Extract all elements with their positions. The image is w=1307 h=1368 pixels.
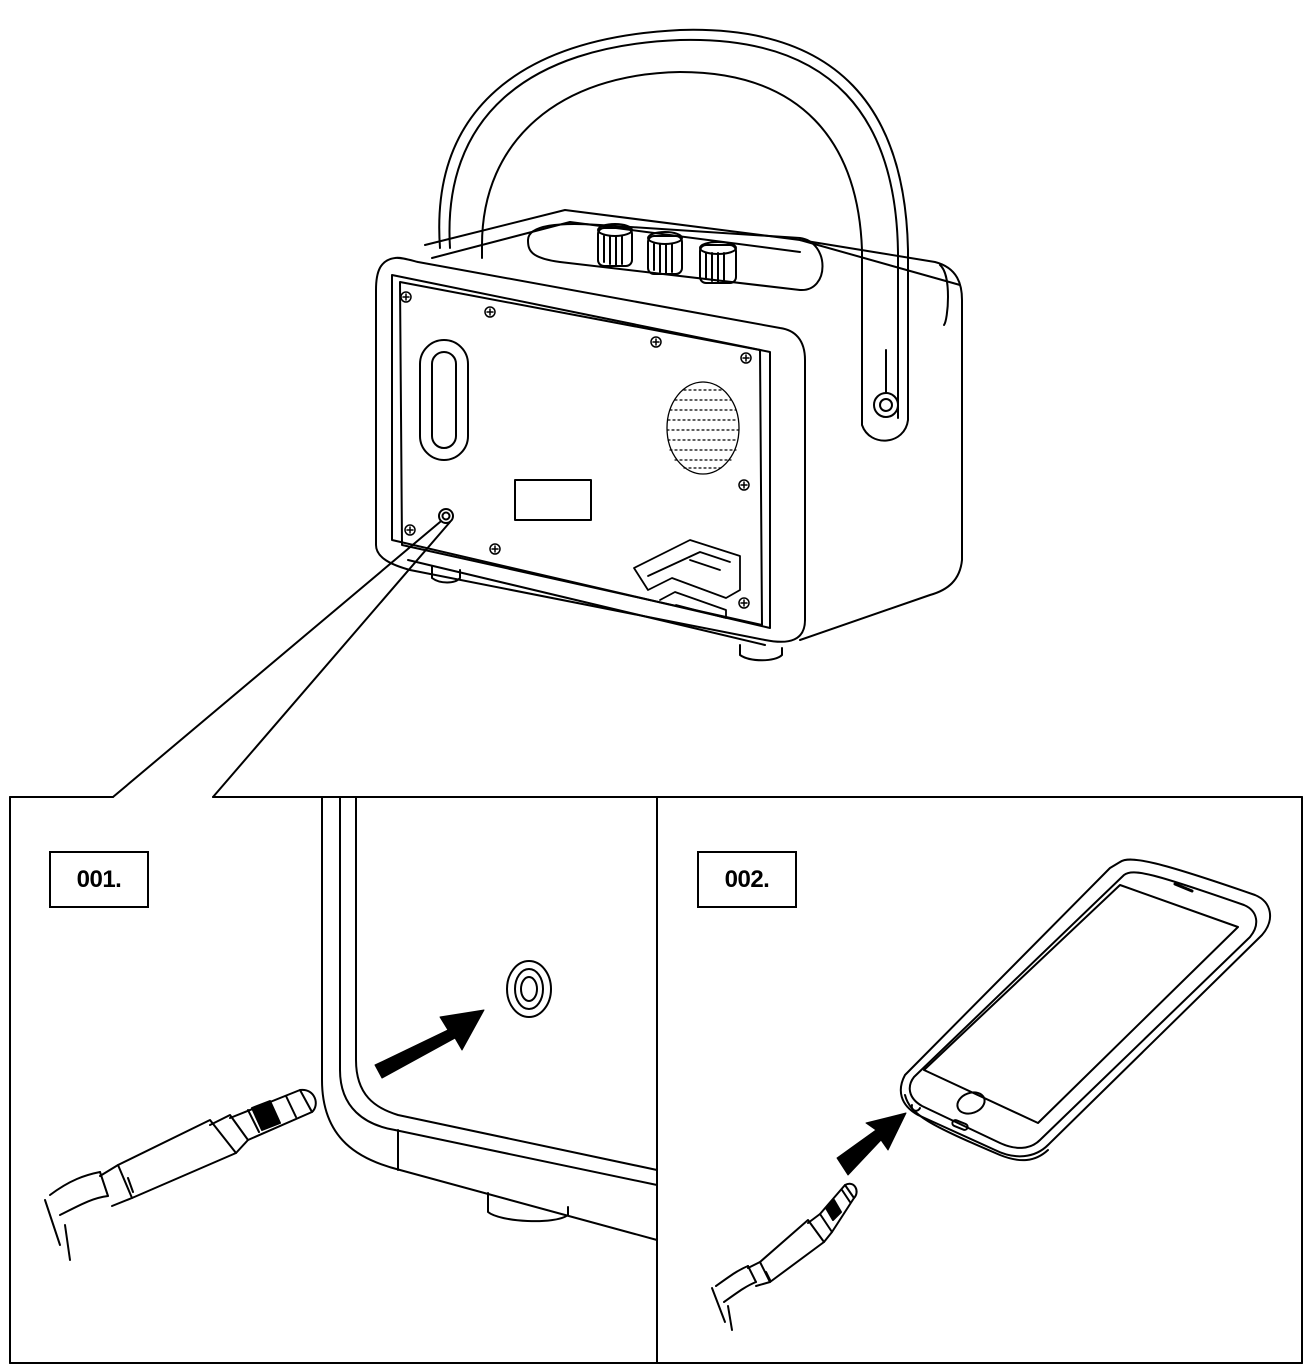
smartphone — [899, 858, 1271, 1162]
home-button — [956, 1091, 986, 1115]
speaker-front-frame — [375, 256, 806, 643]
battery-bracket — [633, 539, 741, 619]
treble-knob — [699, 241, 737, 284]
speaker-foot — [431, 565, 461, 584]
back-plate — [399, 281, 763, 626]
phone-screen — [923, 884, 1239, 1124]
aux-input-jack — [506, 960, 552, 1018]
insert-arrow — [836, 1112, 907, 1176]
zoom-line — [112, 521, 441, 798]
aux-cable-plug — [44, 1088, 317, 1261]
headphone-port — [910, 1104, 921, 1112]
bass-knob — [647, 231, 683, 275]
step-2-illustration — [711, 858, 1271, 1331]
volume-knob — [597, 223, 633, 267]
back-grip-slot — [419, 339, 469, 461]
step-1-label: 001. — [49, 851, 149, 908]
handle-pivot — [873, 392, 899, 418]
zoom-line — [212, 521, 451, 798]
earpiece-slot — [1173, 882, 1194, 893]
info-label-plate — [514, 479, 592, 521]
step-1-illustration — [44, 796, 658, 1261]
insert-arrow — [374, 1009, 485, 1079]
control-tray — [527, 222, 824, 292]
speaker-grille — [666, 381, 740, 475]
speaker-handle — [438, 28, 909, 442]
aux-input-jack — [438, 508, 454, 524]
screw-icon — [400, 291, 752, 609]
charging-port — [951, 1119, 969, 1131]
speaker-illustration — [112, 28, 963, 798]
aux-cable-plug — [711, 1182, 858, 1331]
step-2-label: 002. — [697, 851, 797, 908]
speaker-foot — [487, 1192, 569, 1223]
